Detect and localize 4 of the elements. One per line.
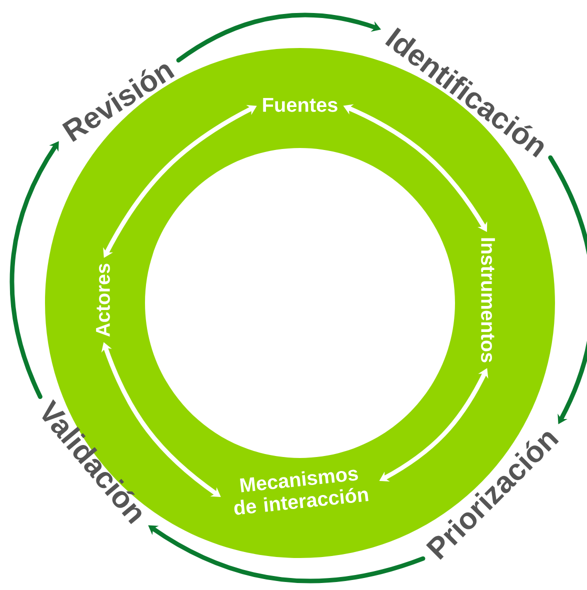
element-label: Fuentes: [263, 98, 338, 112]
element-label: Actores: [96, 264, 110, 337]
element-label: Mecanismos de interacción: [234, 470, 368, 515]
element-label: Instrumentos: [481, 238, 495, 362]
